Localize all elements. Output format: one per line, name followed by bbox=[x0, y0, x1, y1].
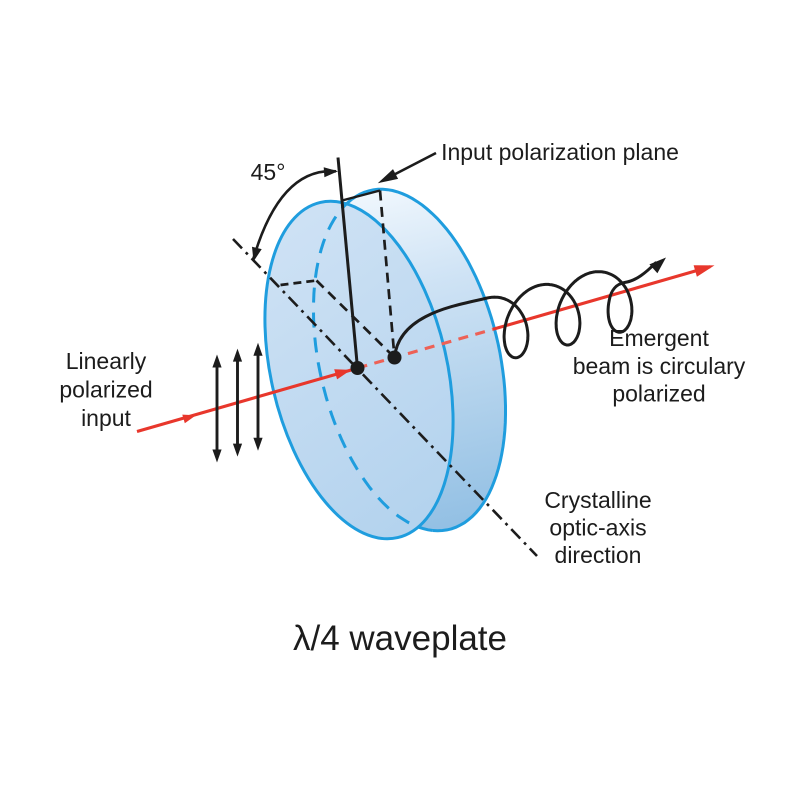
helix-arrowhead bbox=[649, 257, 666, 274]
beam bbox=[136, 265, 715, 433]
circular-polarization-helix bbox=[393, 257, 666, 360]
diagram-title: λ/4 waveplate bbox=[293, 619, 507, 658]
waveplate-disk bbox=[263, 187, 507, 541]
polarization-plane-top-edge bbox=[341, 189, 381, 202]
linear-input-line-2: polarized bbox=[59, 377, 152, 403]
waveplate-back-edge-hidden bbox=[311, 198, 434, 532]
input-plane-leader bbox=[377, 151, 437, 184]
beam-exit-dot bbox=[387, 350, 402, 365]
optic-axis-line bbox=[232, 238, 538, 557]
crystalline-line-2: optic-axis bbox=[549, 515, 646, 541]
waveplate-front-edge bbox=[263, 199, 455, 541]
polarization-arrow-heads bbox=[212, 342, 263, 463]
linear-input-line-1: Linearly bbox=[66, 348, 147, 374]
crystalline-line-3: direction bbox=[555, 542, 642, 568]
linear-input-line-3: input bbox=[81, 405, 131, 431]
optic-axis-plane-top-edge bbox=[280, 279, 317, 287]
waveplate-back-edge bbox=[350, 187, 507, 533]
angle-45-arc bbox=[251, 167, 338, 262]
incident-beam bbox=[136, 368, 353, 433]
angle-arc bbox=[251, 169, 337, 261]
helix-curve bbox=[393, 261, 657, 360]
crystalline-line-1: Crystalline bbox=[544, 487, 651, 513]
linear-input-label: Linearly polarized input bbox=[59, 348, 152, 431]
crystalline-label: Crystalline optic-axis direction bbox=[544, 487, 651, 568]
polarization-plane-far-edge bbox=[378, 190, 396, 358]
emergent-line-3: polarized bbox=[612, 381, 705, 407]
polarization-plane bbox=[336, 157, 381, 369]
emergent-line-1: Emergent bbox=[609, 325, 709, 351]
polarization-direction-line bbox=[336, 157, 359, 369]
angle-label: 45° bbox=[251, 159, 286, 185]
polarization-arrow-shafts bbox=[215, 353, 260, 452]
beam-entry-dot bbox=[350, 361, 365, 375]
input-plane-label: Input polarization plane bbox=[441, 139, 679, 165]
labels: 45° Input polarization plane Linearly po… bbox=[59, 139, 745, 658]
beam-inside-disk bbox=[357, 327, 494, 370]
hidden-construction-lines bbox=[280, 190, 396, 359]
emergent-label: Emergent beam is circulary polarized bbox=[573, 325, 746, 407]
emergent-line-2: beam is circulary bbox=[573, 353, 746, 379]
leader-arrowhead bbox=[377, 169, 399, 184]
optic-axis-far-face bbox=[315, 279, 396, 359]
linear-polarization-arrows bbox=[212, 342, 263, 463]
emergent-beam bbox=[492, 265, 711, 331]
